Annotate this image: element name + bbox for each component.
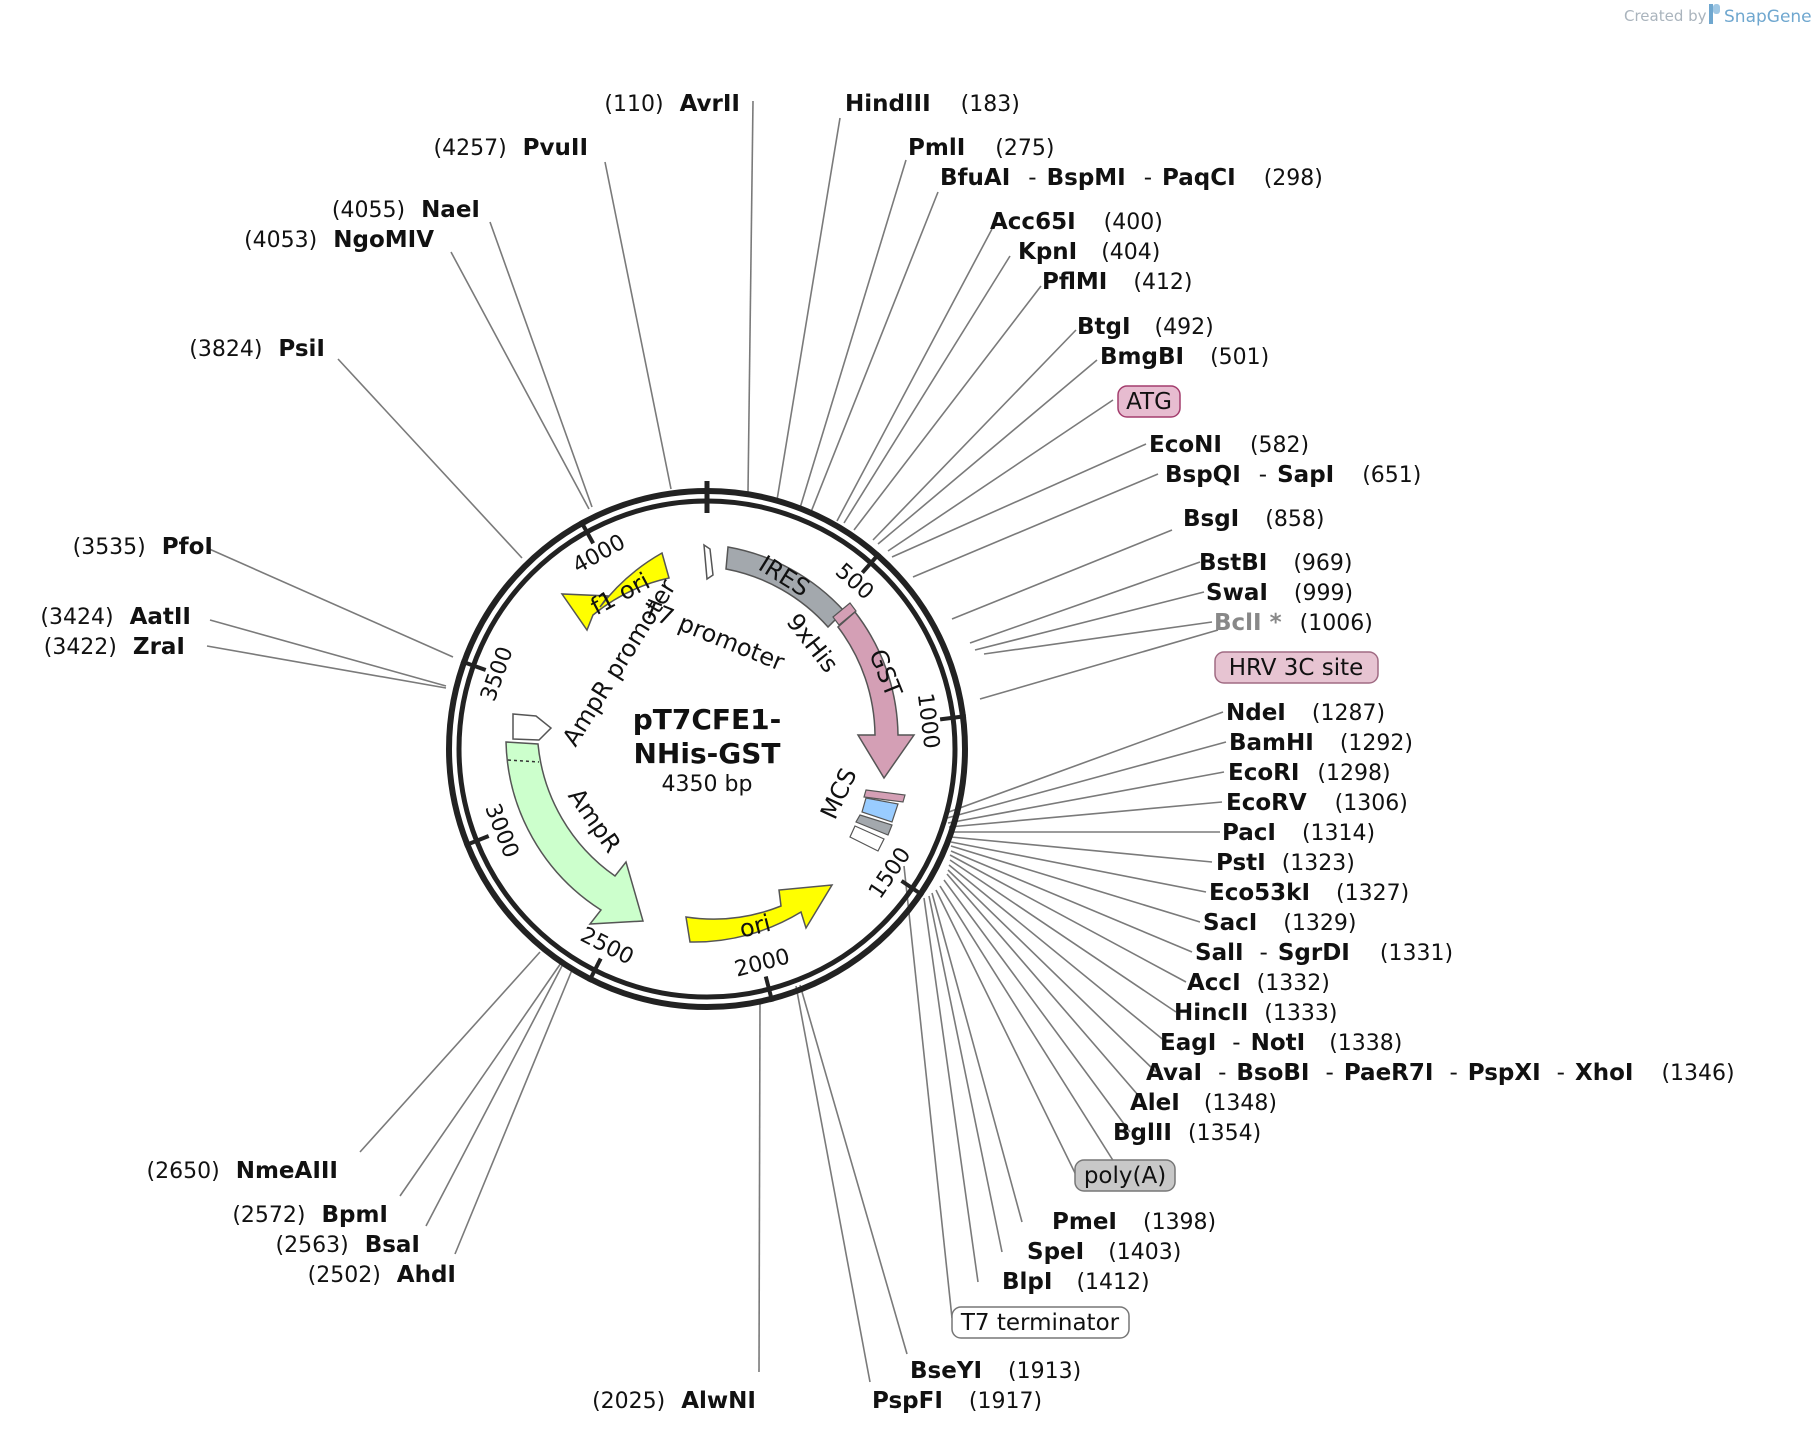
site-label[interactable]: BfuAI-BspMI-PaqCI(298) (940, 165, 1323, 191)
site-label[interactable]: (3824)PsiI (189, 336, 325, 362)
site-label[interactable]: NdeI(1287) (1226, 700, 1385, 726)
tick-1500 (900, 879, 925, 898)
tick-3000 (463, 834, 490, 848)
tick-2500 (587, 957, 603, 983)
feature-mcs-block[interactable] (849, 789, 906, 852)
site-label[interactable]: (2502)AhdI (308, 1262, 456, 1288)
label-ori: ori (737, 909, 774, 944)
boxed-feature-atg[interactable]: ATG (1117, 385, 1181, 418)
site-label[interactable]: AvaI-BsoBI-PaeR7I-PspXI-XhoI(1346) (1146, 1060, 1735, 1086)
tick-1000 (939, 714, 967, 722)
svg-text:poly(A): poly(A) (1084, 1163, 1166, 1189)
site-label[interactable]: EcoNI(582) (1149, 432, 1309, 458)
leader-lines (206, 100, 1227, 1383)
site-label[interactable]: SpeI(1403) (1027, 1239, 1181, 1265)
site-label[interactable]: Eco53kI(1327) (1209, 880, 1409, 906)
boxed-feature-t7-terminator[interactable]: T7 terminator (951, 1306, 1130, 1339)
site-label[interactable]: (4055)NaeI (332, 197, 480, 223)
svg-text:T7 terminator: T7 terminator (960, 1310, 1120, 1336)
site-label[interactable]: EagI-NotI(1338) (1160, 1030, 1402, 1056)
site-label[interactable]: PspFI(1917) (872, 1388, 1042, 1414)
site-label[interactable]: BglII(1354) (1113, 1120, 1261, 1146)
svg-text:HRV 3C site: HRV 3C site (1229, 655, 1364, 681)
sites-left: (110)AvrII (4257)PvuII (4055)NaeI (4053)… (40, 91, 756, 1414)
site-label[interactable]: AleI(1348) (1130, 1090, 1277, 1116)
site-label[interactable]: BclI *(1006) (1214, 610, 1373, 636)
site-label[interactable]: BlpI(1412) (1002, 1269, 1150, 1295)
tick-500 (860, 551, 882, 574)
site-label[interactable]: (4053)NgoMIV (244, 227, 434, 253)
site-label[interactable]: PstI(1323) (1216, 850, 1355, 876)
site-label[interactable]: (110)AvrII (604, 91, 740, 117)
site-label[interactable]: SalI-SgrDI(1331) (1195, 940, 1453, 966)
site-label[interactable]: (2025)AlwNI (592, 1388, 756, 1414)
feature-gst[interactable] (836, 610, 916, 780)
site-label[interactable]: HindIII(183) (845, 91, 1020, 117)
site-label[interactable]: BspQI-SapI(651) (1165, 462, 1421, 488)
boxed-feature-polya[interactable]: poly(A) (1074, 1159, 1176, 1192)
site-label[interactable]: PacI(1314) (1222, 820, 1375, 846)
tick-3500 (460, 659, 487, 672)
site-label[interactable]: PmeI(1398) (1052, 1209, 1216, 1235)
boxed-feature-hrv-3c-site[interactable]: HRV 3C site (1214, 651, 1379, 684)
site-label[interactable]: EcoRV(1306) (1226, 790, 1408, 816)
site-label[interactable]: SacI(1329) (1203, 910, 1356, 936)
plasmid-name-line2: NHis-GST (634, 737, 781, 770)
feature-ori[interactable] (685, 884, 834, 943)
tick-label: 3000 (479, 800, 523, 861)
site-label[interactable]: (3422)ZraI (44, 634, 185, 660)
site-label[interactable]: (4257)PvuII (434, 135, 589, 161)
tick-2000 (763, 976, 775, 1003)
tick-label: 2000 (732, 944, 792, 982)
site-label[interactable]: AccI(1332) (1187, 970, 1330, 996)
site-label[interactable]: BmgBI(501) (1100, 344, 1269, 370)
feature-9xhis[interactable] (832, 602, 857, 626)
site-label[interactable]: BsgI(858) (1183, 506, 1324, 532)
credit-brand: SnapGene (1724, 7, 1812, 27)
site-label[interactable]: PmlI(275) (908, 135, 1054, 161)
feature-f1-ori[interactable] (560, 551, 670, 632)
site-label[interactable]: EcoRI(1298) (1228, 760, 1391, 786)
site-label[interactable]: PflMI(412) (1042, 269, 1193, 295)
svg-text:ATG: ATG (1126, 389, 1172, 415)
site-label[interactable]: (2572)BpmI (232, 1202, 388, 1228)
site-label[interactable]: BseYI(1913) (910, 1358, 1081, 1384)
site-label[interactable]: SwaI(999) (1206, 580, 1353, 606)
tick-label: 1000 (912, 692, 944, 751)
site-label[interactable]: BtgI(492) (1077, 314, 1214, 340)
sites-right: HindIII(183) PmlI(275) BfuAI-BspMI-PaqCI… (845, 91, 1735, 1414)
site-label[interactable]: (2650)NmeAIII (147, 1158, 338, 1184)
site-label[interactable]: KpnI(404) (1018, 239, 1160, 265)
plasmid-name-line1: pT7CFE1- (633, 703, 782, 736)
site-label[interactable]: (2563)BsaI (276, 1232, 420, 1258)
site-label[interactable]: (3424)AatII (40, 604, 191, 630)
site-label[interactable]: BamHI(1292) (1229, 730, 1413, 756)
site-label[interactable]: BstBI(969) (1199, 550, 1352, 576)
tick-label: 3500 (476, 644, 518, 705)
site-label[interactable]: (3535)PfoI (73, 534, 213, 560)
snapgene-logo-icon (1709, 4, 1720, 24)
plasmid-size: 4350 bp (662, 772, 753, 797)
credit-text: Created by (1624, 7, 1707, 25)
feature-ampr-promoter-arrow[interactable] (512, 713, 553, 741)
site-label[interactable]: HincII(1333) (1174, 1000, 1337, 1026)
tick-4000 (578, 519, 595, 545)
feature-ampr[interactable] (505, 741, 644, 925)
site-label[interactable]: Acc65I(400) (990, 209, 1163, 235)
feature-t7-promoter-arrow[interactable] (703, 543, 714, 581)
label-mcs: MCS (815, 764, 863, 824)
